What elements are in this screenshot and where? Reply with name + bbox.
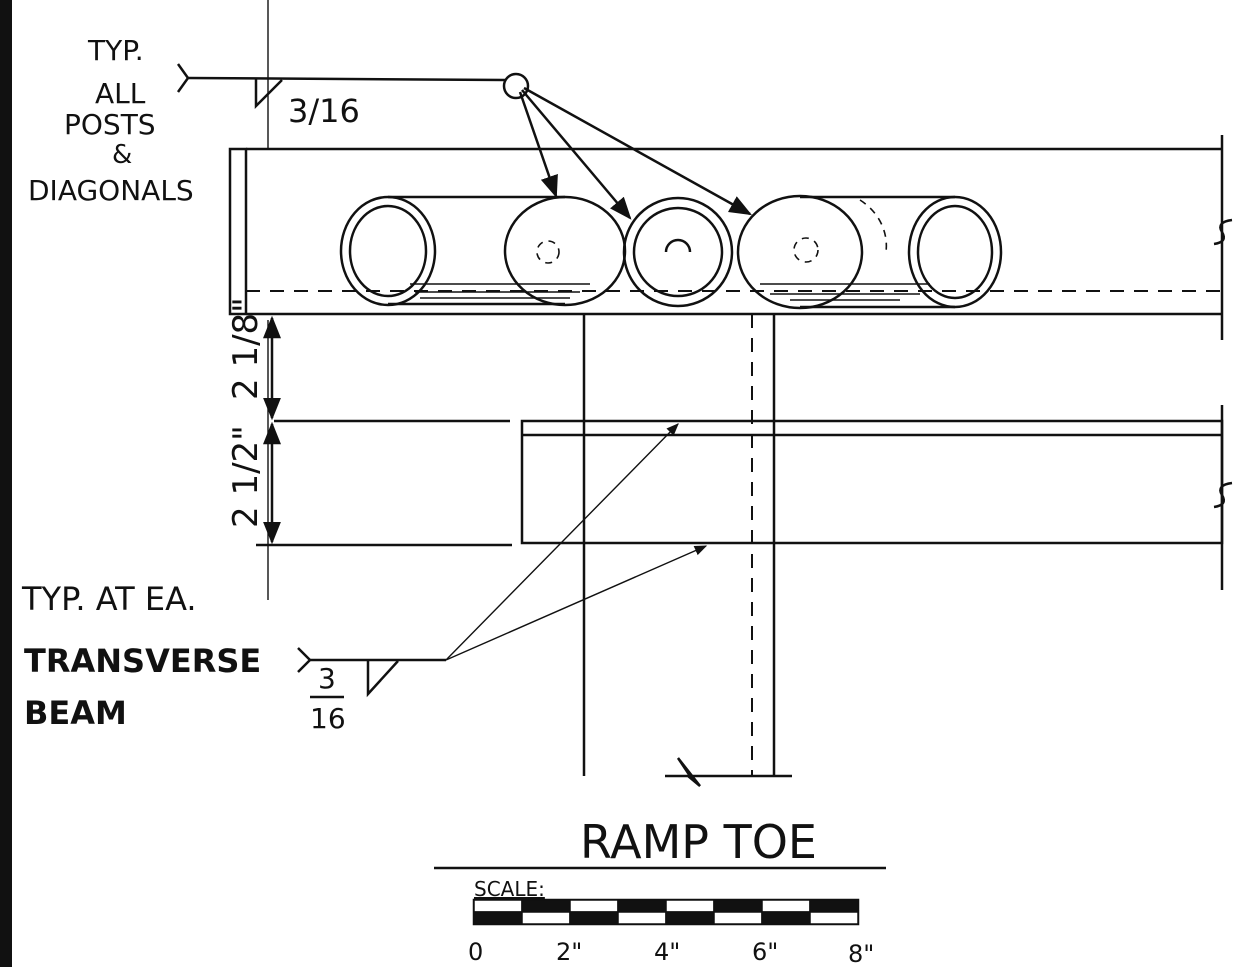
scale-segment xyxy=(569,911,619,925)
post-end-inner xyxy=(632,206,724,298)
weld-size-bottom-den: 16 xyxy=(310,702,346,735)
weld-tail-bottom xyxy=(297,647,312,673)
leader-arrow-2 xyxy=(521,89,632,220)
scale-bar xyxy=(472,898,860,926)
dim-lower-label: 2 1/2" xyxy=(226,425,266,528)
scale-segment xyxy=(761,911,811,925)
weld-note-bottom-line1: TYP. AT EA. xyxy=(21,580,197,618)
weld-note-top-line4: & xyxy=(112,140,132,170)
scale-segment xyxy=(473,911,523,925)
diagonal-1-shading xyxy=(410,283,590,299)
weld-note-top-line5: DIAGONALS xyxy=(28,174,194,207)
break-symbol-upper xyxy=(1213,218,1233,246)
leader-arrow-1 xyxy=(518,91,558,199)
post-center-mark xyxy=(664,238,692,253)
transverse-beam-outline xyxy=(520,419,1224,545)
weld-note-top-line3: POSTS xyxy=(64,108,156,141)
leader-arrow-beam-bottom xyxy=(445,545,708,661)
scale-segment xyxy=(521,899,571,913)
scale-segment xyxy=(473,899,523,913)
scale-segment xyxy=(665,899,715,913)
weld-note-top-line2: ALL xyxy=(95,77,146,110)
weld-reference-line-top xyxy=(187,76,506,82)
transverse-beam xyxy=(520,405,1233,590)
weld-note-top-line1: TYP. xyxy=(87,34,144,67)
tube-end-1 xyxy=(339,195,437,307)
weld-tail-top xyxy=(176,63,190,93)
dim-upper-label: 2 1/8" xyxy=(226,297,266,400)
scale-label: SCALE: xyxy=(474,877,545,901)
break-symbol-lower xyxy=(1213,481,1233,509)
vertical-post xyxy=(582,314,792,787)
tube-end-1-inner xyxy=(348,204,428,298)
scale-tick-2: 2" xyxy=(556,938,582,966)
diagonal-2-shading xyxy=(760,283,930,301)
scale-segment xyxy=(761,899,811,913)
diagonal-2-hidden-end xyxy=(859,199,888,253)
leader-arrow-beam-top xyxy=(445,423,679,661)
dimensions: 2 1/8" 2 1/2" xyxy=(226,297,512,547)
scale-segment xyxy=(617,911,667,925)
weld-note-bottom: TYP. AT EA. TRANSVERSE BEAM 3 16 xyxy=(21,423,708,735)
diagonal-1-hidden-end xyxy=(504,196,566,252)
title-block: RAMP TOE SCALE: 0 2" 4" 6" 8" xyxy=(434,815,886,967)
tube-end-2-inner xyxy=(916,204,994,300)
post-end xyxy=(622,196,734,308)
tubes xyxy=(339,194,1003,310)
tube-end-2 xyxy=(907,195,1003,309)
weld-size-bottom-num: 3 xyxy=(318,662,336,695)
scale-segment xyxy=(665,911,715,925)
fillet-weld-symbol-bottom xyxy=(366,660,399,698)
weld-note-bottom-line3: BEAM xyxy=(24,694,127,732)
weld-all-around-circle xyxy=(502,72,530,100)
diagonal-2-center xyxy=(793,237,819,263)
scale-segment xyxy=(809,911,859,925)
weld-size-top: 3/16 xyxy=(288,92,360,130)
scale-tick-8: 8" xyxy=(848,940,874,967)
post-break-line xyxy=(665,757,792,787)
weld-note-top: TYP. ALL POSTS & DIAGONALS 3/16 xyxy=(28,34,752,220)
scale-segment xyxy=(809,899,859,913)
end-plate xyxy=(228,147,248,316)
scale-segment xyxy=(617,899,667,913)
scale-tick-0: 0 xyxy=(468,938,483,966)
scale-segment xyxy=(569,899,619,913)
scale-segment xyxy=(713,899,763,913)
scale-tick-4: 4" xyxy=(654,938,680,966)
scale-tick-6: 6" xyxy=(752,938,778,966)
upper-beam xyxy=(228,135,1233,340)
scale-segment xyxy=(521,911,571,925)
left-border xyxy=(0,0,12,967)
scale-segment xyxy=(713,911,763,925)
weld-note-bottom-line2: TRANSVERSE xyxy=(24,642,261,680)
leader-arrow-3 xyxy=(523,86,752,216)
diagonal-1-center xyxy=(536,240,560,264)
fillet-weld-symbol-top xyxy=(254,79,283,110)
drawing-title: RAMP TOE xyxy=(580,815,817,869)
